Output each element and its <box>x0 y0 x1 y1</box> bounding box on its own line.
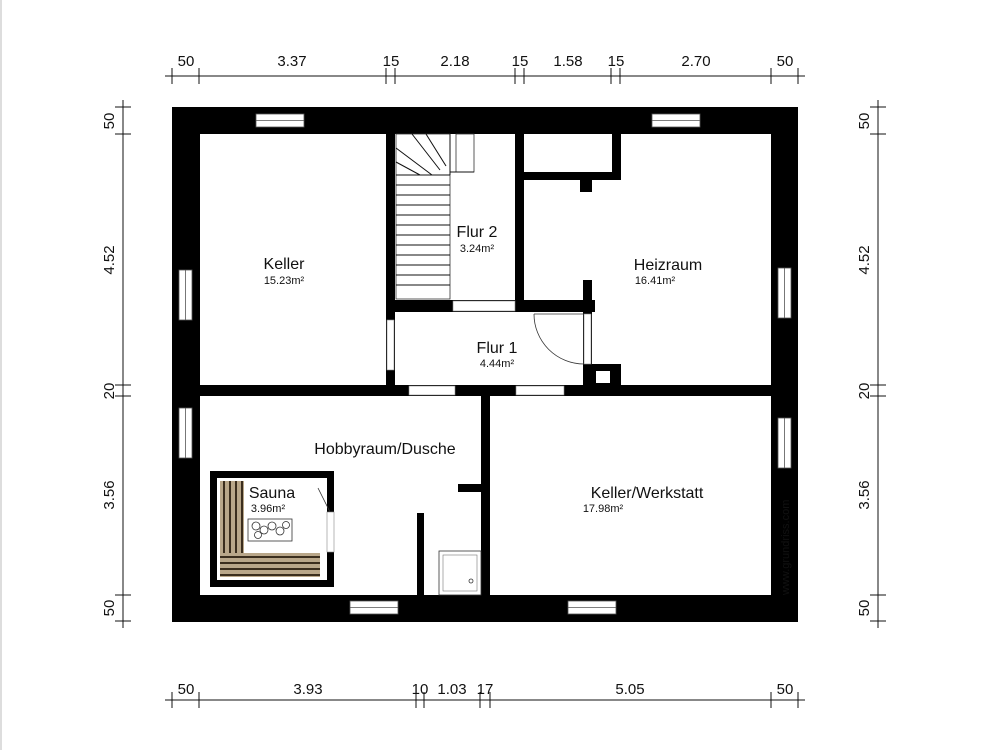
room-name-hobbyraum: Hobbyraum/Dusche <box>314 441 456 458</box>
dim-top-8: 50 <box>777 53 794 70</box>
dim-left-4: 50 <box>101 600 118 617</box>
shower-tray <box>438 550 482 596</box>
dim-top-3: 2.18 <box>440 53 469 70</box>
dim-right-4: 50 <box>856 600 873 617</box>
room-area-sauna: 3.96m² <box>251 503 286 515</box>
dim-bottom-0: 50 <box>178 681 195 698</box>
dim-bottom-6: 50 <box>777 681 794 698</box>
room-name-keller: Keller <box>264 256 306 273</box>
dim-top-4: 15 <box>512 53 529 70</box>
staircase <box>395 133 475 300</box>
dim-top-6: 15 <box>608 53 625 70</box>
sauna-cabin <box>210 471 335 587</box>
room-name-keller-werkstatt: Keller/Werkstatt <box>591 485 704 502</box>
dim-left-3: 3.56 <box>101 480 118 509</box>
room-name-flur-1: Flur 1 <box>477 340 518 357</box>
room-area-keller: 15.23m² <box>264 275 305 287</box>
dim-bottom-2: 10 <box>412 681 429 698</box>
room-labels: Keller 15.23m² Flur 2 3.24m² Heizraum 16… <box>249 224 704 515</box>
dim-right-0: 50 <box>856 113 873 130</box>
dimension-labels-left: 50 4.52 20 3.56 50 <box>101 113 118 617</box>
dim-top-1: 3.37 <box>277 53 306 70</box>
dim-right-3: 3.56 <box>856 480 873 509</box>
dim-left-1: 4.52 <box>101 245 118 274</box>
door-swing <box>533 313 585 365</box>
dim-right-1: 4.52 <box>856 245 873 274</box>
dim-bottom-5: 5.05 <box>615 681 644 698</box>
dim-top-0: 50 <box>178 53 195 70</box>
door-openings <box>386 300 592 396</box>
dimension-labels-bottom: 50 3.93 10 1.03 17 5.05 50 <box>178 681 794 698</box>
windows <box>178 113 792 615</box>
dim-bottom-4: 17 <box>477 681 494 698</box>
dim-top-5: 1.58 <box>553 53 582 70</box>
dim-left-2: 20 <box>101 383 118 400</box>
dimension-labels-top: 50 3.37 15 2.18 15 1.58 15 2.70 50 <box>178 53 794 70</box>
dim-top-7: 2.70 <box>681 53 710 70</box>
room-name-flur-2: Flur 2 <box>457 224 498 241</box>
dim-bottom-3: 1.03 <box>437 681 466 698</box>
dim-left-0: 50 <box>101 113 118 130</box>
room-area-keller-werkstatt: 17.98m² <box>583 503 624 515</box>
dim-top-2: 15 <box>383 53 400 70</box>
room-name-heizraum: Heizraum <box>634 257 702 274</box>
room-area-flur-2: 3.24m² <box>460 243 495 255</box>
room-area-heizraum: 16.41m² <box>635 275 676 287</box>
room-name-sauna: Sauna <box>249 485 295 502</box>
dimension-labels-right: 50 4.52 20 3.56 50 <box>856 113 873 617</box>
watermark: www.grundriss.com <box>780 500 792 596</box>
exterior-walls <box>172 107 798 622</box>
room-area-flur-1: 4.44m² <box>480 358 515 370</box>
dim-right-2: 20 <box>856 383 873 400</box>
dim-bottom-1: 3.93 <box>293 681 322 698</box>
dimension-lines <box>115 68 886 708</box>
